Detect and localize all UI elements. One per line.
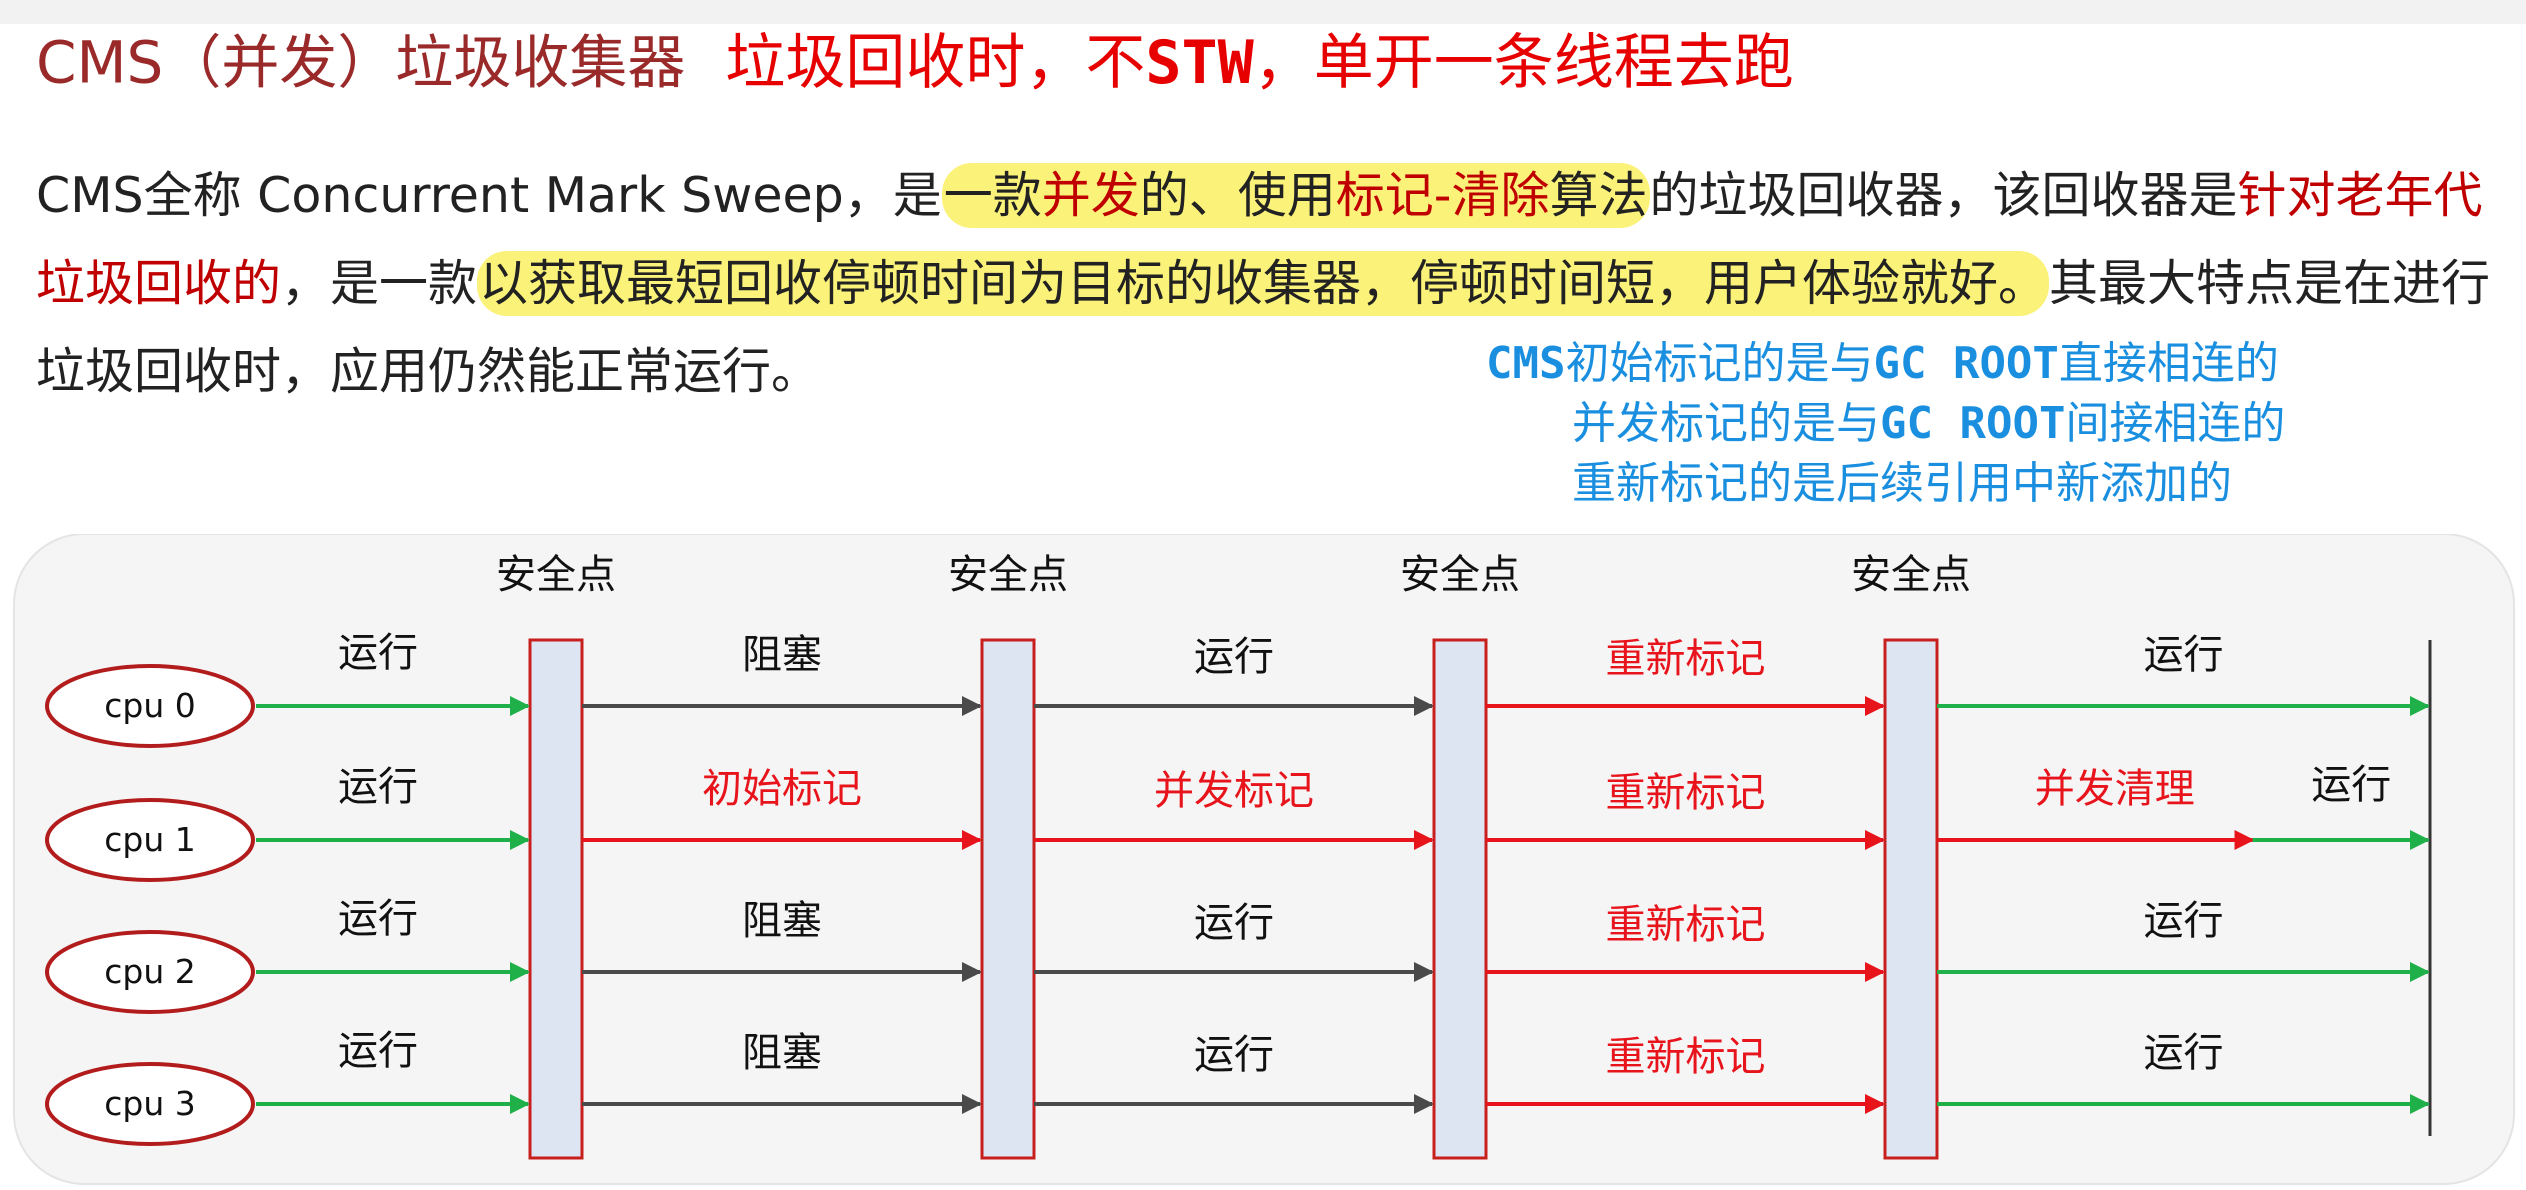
description-paragraph: CMS全称 Concurrent Mark Sweep，是一款并发的、使用标记-… [36, 152, 2516, 416]
cpu-node-3 [45, 1062, 255, 1146]
para-text-3: ，是一款 [281, 255, 478, 312]
cpu-label-1: cpu 1 [104, 820, 196, 859]
cms-timeline-diagram: 安全点安全点安全点安全点cpu 0运行阻塞运行重新标记运行cpu 1运行初始标记… [13, 534, 2515, 1185]
arrow-label-1-0: 运行 [338, 764, 418, 810]
note-gcroot-2: GC ROOT [1880, 398, 2066, 449]
safepoint-label-0: 安全点 [496, 552, 616, 598]
arrow-label-3-2: 运行 [1194, 1032, 1274, 1078]
arrow-label-3-4: 运行 [2144, 1030, 2224, 1076]
title-note: 垃圾回收时，不STW，单开一条线程去跑 [725, 28, 1793, 98]
para-h1d: 标记-清除 [1335, 167, 1550, 224]
arrow-label-0-1: 阻塞 [742, 632, 822, 678]
arrow-label-0-2: 运行 [1194, 634, 1274, 680]
title-note-prefix: 垃圾回收时，不 [725, 28, 1146, 98]
para-old-gen: 针对老年代垃圾回收的 [36, 167, 2483, 312]
safepoint-label-3: 安全点 [1851, 552, 1971, 598]
side-note-line-1: CMS初始标记的是与GC ROOT直接相连的 [1486, 334, 2285, 394]
cpu-label-3: cpu 3 [104, 1084, 196, 1123]
arrow-label-2-1: 阻塞 [742, 898, 822, 944]
cpu-node-1 [45, 798, 255, 882]
title-main: CMS（并发）垃圾收集器 [36, 28, 686, 97]
highlight-concurrent: 一款并发的、使用标记-清除算法 [941, 163, 1650, 228]
note-gcroot-1: GC ROOT [1873, 338, 2059, 389]
arrow-label-1-1: 初始标记 [702, 766, 862, 812]
note-cms: CMS [1486, 338, 1566, 389]
safepoint-bar-3 [1883, 638, 1939, 1160]
note-l2a: 并发标记的是与 [1572, 398, 1880, 449]
arrow-label-2-4: 运行 [2144, 898, 2224, 944]
safepoint-bar-2 [1432, 638, 1488, 1160]
side-note-line-3: 重新标记的是后续引用中新添加的 [1572, 458, 2232, 509]
arrow-label-3-3: 重新标记 [1606, 1034, 1766, 1080]
cpu-node-2 [45, 930, 255, 1014]
arrow-label-2-3: 重新标记 [1606, 902, 1766, 948]
arrow-label-3-1: 阻塞 [742, 1030, 822, 1076]
cpu-node-0 [45, 664, 255, 748]
safepoint-label-1: 安全点 [948, 552, 1068, 598]
note-l1a: 初始标记的是与 [1565, 338, 1874, 389]
arrow-label-0-3: 重新标记 [1606, 636, 1766, 682]
title-note-suffix: ，单开一条线程去跑 [1253, 28, 1794, 98]
side-note-line-2: 并发标记的是与GC ROOT间接相连的 [1486, 394, 2285, 454]
cpu-label-0: cpu 0 [104, 686, 196, 725]
highlight-goal: 以获取最短回收停顿时间为目标的收集器，停顿时间短，用户体验就好。 [477, 251, 2050, 316]
arrow-label-2-2: 运行 [1194, 900, 1274, 946]
para-h1c: 的、使用 [1139, 167, 1336, 224]
arrow-label-0-4: 运行 [2144, 632, 2224, 678]
arrow-label-3-0: 运行 [338, 1028, 418, 1074]
para-h1b: 并发 [1041, 167, 1140, 224]
arrow-label-1-3: 重新标记 [1606, 770, 1766, 816]
top-bar [0, 0, 2526, 24]
para-text-2: 的垃圾回收器，该回收器是 [1649, 167, 2238, 224]
note-l1b: 直接相连的 [2058, 338, 2279, 389]
arrow-label-1-2: 并发标记 [1154, 768, 1314, 814]
title-note-code: STW [1145, 28, 1254, 98]
cpu-label-2: cpu 2 [104, 952, 196, 991]
para-h1a: 一款 [943, 167, 1042, 224]
para-h1e: 算法 [1549, 167, 1648, 224]
arrow-label-2-0: 运行 [338, 896, 418, 942]
para-text-4: 其最大特点是在进行垃圾回收时，应用仍然能正常运行。 [36, 255, 2491, 400]
para-text-1: CMS全称 Concurrent Mark Sweep，是 [36, 167, 942, 224]
page-title: CMS（并发）垃圾收集器垃圾回收时，不STW，单开一条线程去跑 [36, 14, 1794, 101]
side-note: CMS初始标记的是与GC ROOT直接相连的 并发标记的是与GC ROOT间接相… [1486, 334, 2285, 514]
arrow-label-1-4b: 运行 [2311, 762, 2391, 808]
safepoint-label-2: 安全点 [1400, 552, 1520, 598]
safepoint-bar-1 [980, 638, 1036, 1160]
note-l2b: 间接相连的 [2065, 398, 2286, 449]
arrow-label-0-0: 运行 [338, 630, 418, 676]
arrow-label-1-4: 并发清理 [2035, 766, 2195, 812]
safepoint-bar-0 [528, 638, 584, 1160]
